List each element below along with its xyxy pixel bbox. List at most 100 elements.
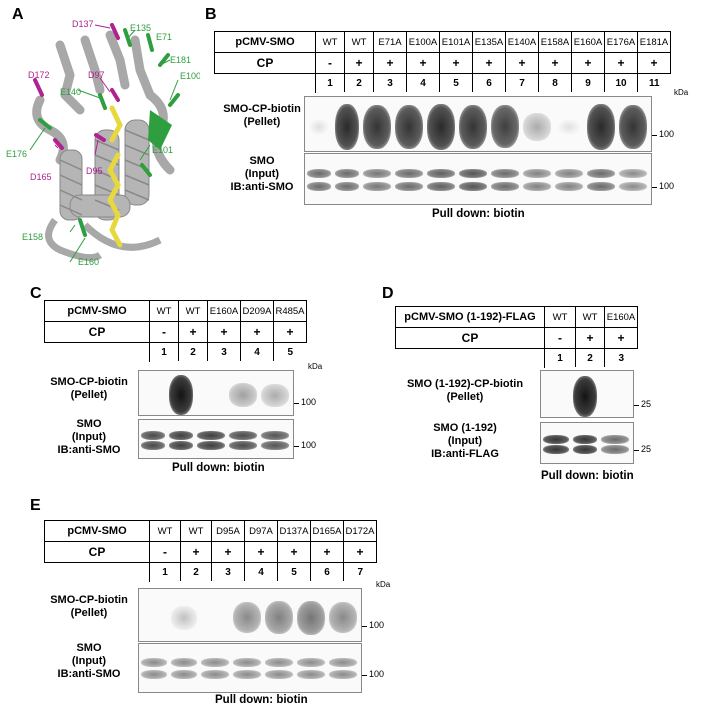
band-lower-10: [587, 181, 615, 191]
label-e100: E100: [180, 71, 200, 81]
band-5: [265, 601, 293, 634]
cp-2: +: [344, 52, 374, 74]
mw-marker-pellet: 100: [361, 620, 385, 631]
cp-5: +: [439, 52, 473, 74]
band-2: [573, 435, 597, 444]
panel-e-pellet-blot: [138, 588, 362, 642]
lane-number-10: 10: [604, 73, 638, 93]
construct-11: E181A: [637, 31, 671, 53]
construct-1: WT: [149, 300, 179, 322]
cp-7: +: [505, 52, 539, 74]
cp-9: +: [571, 52, 605, 74]
band-4: [229, 431, 257, 441]
band-1: [307, 169, 331, 178]
band-4: [233, 658, 261, 668]
band-4: [395, 104, 423, 149]
mw-marker-input: 25: [633, 444, 652, 454]
construct-row-label: pCMV-SMO (1-192)-FLAG: [395, 306, 545, 328]
panel-c-letter: C: [30, 285, 42, 302]
band-lower-3: [197, 440, 225, 450]
band-10: [587, 103, 615, 150]
lane-number-7: 7: [505, 73, 539, 93]
band-11: [619, 169, 647, 178]
label-d137: D137: [72, 19, 94, 29]
band-8: [523, 169, 551, 178]
band-6: [459, 169, 487, 178]
band-lower-8: [523, 181, 551, 191]
input-row-label: SMO(Input)IB:anti-SMO: [57, 642, 121, 680]
cp-4: +: [244, 541, 278, 563]
band-lower-2: [573, 445, 597, 454]
band-lower-7: [329, 670, 357, 680]
construct-row-label: pCMV-SMO: [44, 300, 150, 322]
band-5: [265, 658, 293, 668]
cp-5: +: [277, 541, 311, 563]
lane-number-5: 5: [273, 342, 307, 362]
protein-structure: D137 E135 E71 E181 D172 D97 E100 E140 E1…: [6, 19, 200, 267]
lane-number-9: 9: [571, 73, 605, 93]
kda-label: kDa: [308, 362, 323, 371]
band-1: [141, 658, 167, 668]
lane-row-spacer: [395, 348, 545, 368]
panel-d-input-blot: [540, 422, 634, 464]
band-lower-1: [141, 440, 165, 450]
panel-c-input-blot: [138, 419, 294, 459]
label-e101: E101: [152, 145, 173, 155]
cp-2: +: [178, 321, 208, 343]
mw-marker-pellet: 25: [633, 398, 652, 409]
lane-row-spacer: [214, 73, 316, 93]
label-d95: D95: [86, 166, 103, 176]
band-2: [171, 605, 197, 630]
lane-number-2: 2: [180, 562, 212, 582]
label-e181: E181: [170, 55, 191, 65]
lane-number-1: 1: [315, 73, 345, 93]
pulldown-caption: Pull down: biotin: [541, 470, 634, 482]
pellet-row-label: SMO-CP-biotin(Pellet): [50, 594, 128, 619]
construct-5: R485A: [273, 300, 307, 322]
lane-number-2: 2: [178, 342, 208, 362]
band-5: [427, 169, 455, 178]
band-lower-1: [141, 670, 167, 680]
pellet-row-label: SMO (1-192)-CP-biotin(Pellet): [406, 378, 524, 403]
cp-10: +: [604, 52, 638, 74]
band-3: [363, 169, 391, 178]
cp-3: +: [373, 52, 407, 74]
construct-10: E176A: [604, 31, 638, 53]
cp-1: -: [544, 327, 576, 349]
mw-marker-input: 100: [651, 180, 675, 191]
band-lower-4: [395, 181, 423, 191]
lane-number-4: 4: [244, 562, 278, 582]
band-4: [233, 602, 261, 634]
construct-4: D97A: [244, 520, 278, 542]
lane-number-3: 3: [207, 342, 241, 362]
band-6: [297, 658, 325, 668]
panel-c-pellet-blot: [138, 370, 294, 416]
pellet-row-label: SMO-CP-biotin(Pellet): [50, 376, 128, 401]
cp-7: +: [343, 541, 377, 563]
cp-4: +: [240, 321, 274, 343]
cp-1: -: [315, 52, 345, 74]
cp-row-label: CP: [395, 327, 545, 349]
band-lower-5: [265, 670, 293, 680]
construct-3: D95A: [211, 520, 245, 542]
cp-3: +: [211, 541, 245, 563]
band-9: [555, 169, 583, 178]
band-11: [619, 104, 647, 149]
construct-5: E101A: [439, 31, 473, 53]
construct-2: WT: [575, 306, 605, 328]
lane-row-spacer: [44, 342, 150, 362]
input-row-label: SMO (1-192)(Input)IB:anti-FLAG: [431, 422, 499, 460]
band-lower-5: [261, 440, 289, 450]
construct-4: D209A: [240, 300, 274, 322]
construct-1: WT: [149, 520, 181, 542]
cp-3: +: [207, 321, 241, 343]
band-lower-4: [233, 670, 261, 680]
label-e140: E140: [60, 87, 81, 97]
band-4: [395, 169, 423, 178]
kda-label: kDa: [674, 88, 689, 97]
label-e135: E135: [130, 23, 151, 33]
band-lower-1: [307, 181, 331, 191]
panel-b-input-blot: [304, 153, 652, 205]
cp-3: +: [604, 327, 638, 349]
